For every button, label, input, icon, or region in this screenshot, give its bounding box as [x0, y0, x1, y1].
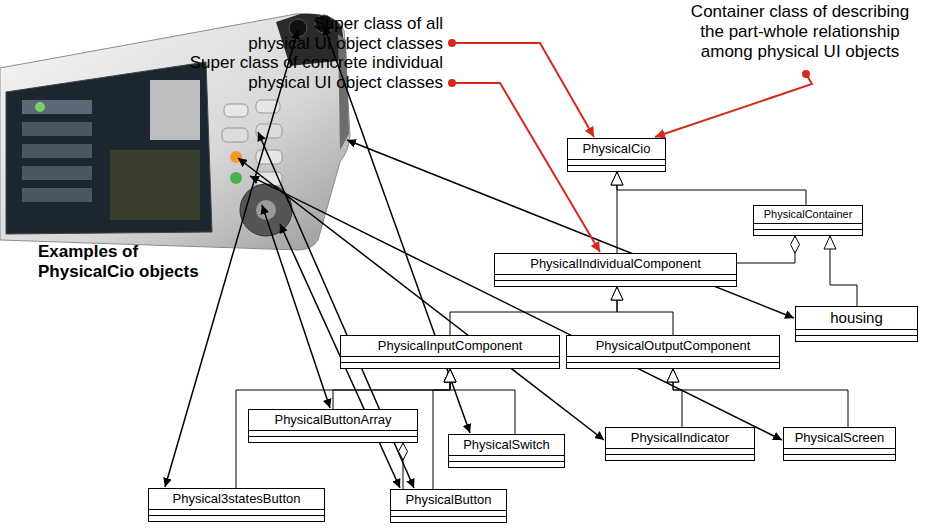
class-box: PhysicalSwitch — [448, 434, 565, 468]
class-name: PhysicalIndividualComponent — [501, 255, 730, 273]
operation-compartment — [606, 454, 754, 460]
callout-text: Super class of concrete individual physi… — [189, 53, 443, 93]
class-name-compartment: PhysicalButtonArray — [249, 410, 417, 430]
screen-menu — [22, 100, 92, 114]
class-name: PhysicalContainer — [760, 207, 856, 222]
operation-compartment — [149, 515, 324, 521]
aggregation-connector — [403, 443, 404, 489]
callout-leader — [655, 74, 812, 137]
class-name-compartment: PhysicalSwitch — [449, 435, 564, 455]
camera-screen — [6, 62, 212, 234]
indicator-lamp — [230, 151, 242, 163]
screen-menu — [22, 144, 92, 158]
class-box: PhysicalContainer — [753, 205, 863, 236]
class-name: PhysicalButton — [397, 491, 500, 509]
class-box: PhysicalButtonArray — [248, 409, 418, 443]
operation-compartment — [249, 436, 417, 442]
class-name: PhysicalScreen — [790, 429, 889, 447]
generalization-connector — [617, 287, 673, 335]
generalization-connector — [433, 369, 450, 489]
generalization-connector — [333, 369, 450, 409]
class-box: PhysicalScreen — [783, 427, 896, 461]
operation-compartment — [391, 516, 506, 522]
class-name: PhysicalCio — [574, 140, 659, 158]
class-name-compartment: PhysicalIndicator — [606, 428, 754, 448]
class-name: PhysicalInputComponent — [347, 337, 553, 355]
aggregation-connector — [737, 236, 795, 263]
operation-compartment — [784, 454, 895, 460]
generalization-connector — [673, 369, 682, 427]
class-name-compartment: PhysicalOutputComponent — [567, 336, 779, 356]
class-box: PhysicalButton — [390, 489, 507, 523]
class-name: PhysicalOutputComponent — [573, 337, 773, 355]
class-name: PhysicalSwitch — [455, 436, 558, 454]
class-name-compartment: PhysicalScreen — [784, 428, 895, 448]
operation-compartment — [341, 362, 559, 368]
leader-arrow — [238, 158, 604, 440]
example-caption: Examples of PhysicalCio objects — [38, 242, 199, 282]
class-name: housing — [802, 308, 911, 328]
camera-button — [222, 128, 248, 142]
class-box: PhysicalOutputComponent — [566, 335, 780, 369]
generalization-connector — [673, 369, 848, 427]
class-box: housing — [795, 306, 918, 342]
operation-compartment — [796, 335, 917, 341]
callout-text: Super class of all physical UI object cl… — [248, 14, 443, 54]
operation-compartment — [754, 229, 862, 235]
indicator-lamp — [230, 172, 242, 184]
class-name: Physical3statesButton — [155, 490, 318, 508]
class-name-compartment: Physical3statesButton — [149, 489, 324, 509]
operation-compartment — [568, 165, 665, 171]
class-name-compartment: PhysicalCio — [568, 139, 665, 159]
class-name-compartment: housing — [796, 307, 917, 329]
leader-arrow — [250, 176, 782, 440]
class-name: PhysicalIndicator — [612, 429, 748, 447]
class-box: PhysicalIndicator — [605, 427, 755, 461]
generalization-connector — [450, 287, 617, 335]
operation-compartment — [567, 362, 779, 368]
class-box: PhysicalInputComponent — [340, 335, 560, 369]
camera-button — [224, 104, 248, 117]
generalization-connector — [617, 172, 806, 205]
class-box: Physical3statesButton — [148, 488, 325, 522]
callout-text: Container class of describing the part-w… — [691, 2, 910, 62]
generalization-connector — [450, 369, 515, 434]
operation-compartment — [495, 280, 736, 286]
generalization-connector — [830, 236, 857, 306]
screen-menu — [22, 166, 92, 180]
screen-photo — [110, 150, 200, 220]
class-name-compartment: PhysicalIndividualComponent — [495, 254, 736, 274]
class-box: PhysicalIndividualComponent — [494, 253, 737, 287]
operation-compartment — [449, 461, 564, 467]
class-name-compartment: PhysicalContainer — [754, 206, 862, 223]
class-box: PhysicalCio — [567, 138, 666, 172]
leader-arrow — [262, 205, 330, 408]
screen-panel — [150, 80, 200, 140]
class-name-compartment: PhysicalButton — [391, 490, 506, 510]
generalization-connector — [236, 369, 450, 488]
screen-menu — [22, 188, 92, 202]
class-name-compartment: PhysicalInputComponent — [341, 336, 559, 356]
screen-menu — [22, 122, 92, 136]
screen-icon — [35, 102, 45, 112]
class-name: PhysicalButtonArray — [255, 411, 411, 429]
